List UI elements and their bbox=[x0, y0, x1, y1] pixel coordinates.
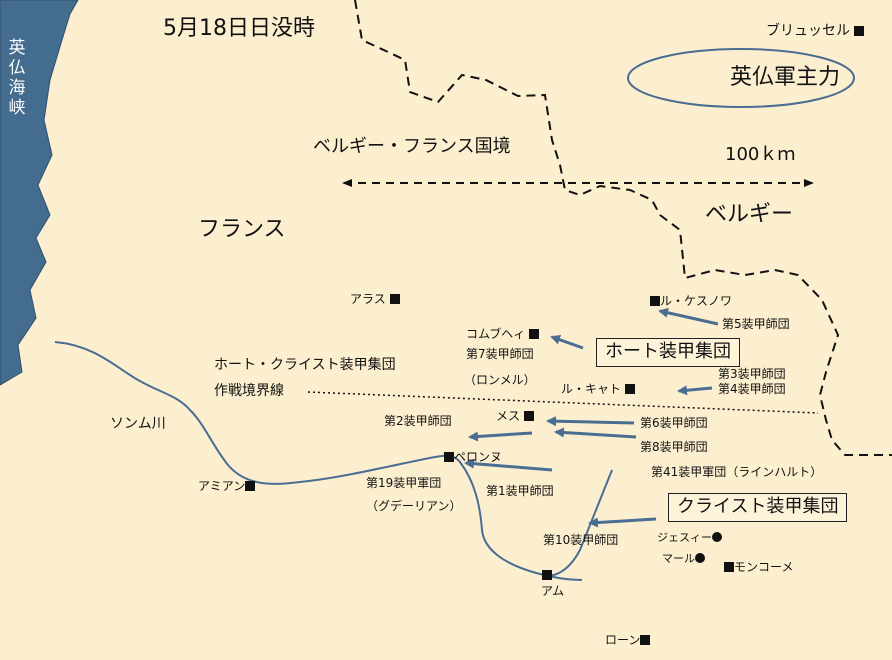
unit-pz4: 第4装甲師団 bbox=[718, 382, 786, 396]
city-cambrai: コムブヘィ bbox=[466, 327, 540, 341]
city-montcornet: モンコーメ bbox=[724, 561, 794, 573]
city-square-icon bbox=[389, 294, 400, 304]
somme-river bbox=[54, 341, 583, 581]
city-amiens: アミアン bbox=[198, 479, 256, 493]
allied-force-label: 英仏軍主力 bbox=[730, 65, 841, 90]
city-square-icon bbox=[523, 411, 534, 421]
unit-pz2: 第2装甲師団 bbox=[384, 414, 452, 428]
city-ham-marker bbox=[542, 569, 552, 581]
city-label: ル・キャト bbox=[561, 382, 622, 396]
group-kleist-box: クライスト装甲集団 bbox=[668, 493, 848, 522]
river-branch bbox=[547, 469, 613, 577]
city-square-icon bbox=[724, 562, 734, 572]
city-square-icon bbox=[444, 452, 454, 462]
group-hoth-box: ホート装甲集団 bbox=[596, 338, 740, 367]
city-label: ブリュッセル bbox=[766, 23, 850, 39]
country-france: フランス bbox=[198, 217, 286, 242]
country-belgium: ベルギー bbox=[705, 202, 794, 227]
city-label: アミアン bbox=[198, 479, 246, 493]
scale-label: 100ｋｍ bbox=[725, 144, 796, 165]
unit-pz10: 第10装甲師団 bbox=[543, 533, 619, 547]
city-label: ジェスィー bbox=[657, 531, 712, 544]
unit-pz8: 第8装甲師団 bbox=[640, 440, 708, 454]
city-label: ル・ケスノワ bbox=[660, 294, 733, 308]
city-square-icon bbox=[640, 635, 651, 645]
unit-guderian: （グデーリアン） bbox=[366, 499, 462, 513]
boundary-label-line2: 作戦境界線 bbox=[214, 383, 284, 399]
city-dot-icon bbox=[712, 532, 722, 542]
city-le-cateau: ル・キャト bbox=[561, 383, 635, 395]
sea-label: 英仏海峡 bbox=[8, 38, 26, 118]
arrow-pz2 bbox=[468, 431, 533, 442]
allied-force-ellipse bbox=[627, 48, 855, 108]
arrow-pz8 bbox=[554, 427, 637, 439]
unit-pz5: 第5装甲師団 bbox=[722, 317, 790, 331]
unit-corps19: 第19装甲軍団 bbox=[366, 476, 442, 490]
city-label: ローン bbox=[605, 633, 641, 647]
arrow-pz34 bbox=[677, 385, 713, 396]
city-square-icon bbox=[650, 296, 660, 306]
boundary-line bbox=[307, 391, 819, 414]
city-dot-icon bbox=[695, 553, 705, 563]
city-ham: アム bbox=[541, 584, 565, 598]
unit-pz1: 第1装甲師団 bbox=[486, 484, 554, 498]
unit-pz3: 第3装甲師団 bbox=[718, 367, 786, 381]
city-brussels: ブリュッセル bbox=[766, 23, 865, 39]
city-marle: マール bbox=[662, 553, 705, 564]
border-line bbox=[354, 0, 892, 456]
arrow-pz1 bbox=[464, 458, 553, 472]
city-arras: アラス bbox=[350, 293, 400, 305]
city-label: アラス bbox=[350, 292, 386, 306]
river-label: ソンム川 bbox=[110, 416, 166, 432]
city-square-icon bbox=[529, 329, 540, 339]
boundary-label-line1: ホート・クライスト装甲集団 bbox=[214, 357, 396, 373]
arrow-pz10 bbox=[588, 517, 657, 528]
unit-pz7: 第7装甲師団 bbox=[466, 347, 534, 361]
city-peronne: ペロンヌ bbox=[444, 451, 502, 463]
arrow-pz5 bbox=[658, 307, 719, 326]
city-label: メス bbox=[496, 409, 521, 423]
city-square-icon bbox=[245, 481, 256, 491]
city-guise: ジェスィー bbox=[657, 532, 722, 543]
city-label: コムブヘィ bbox=[466, 327, 526, 341]
city-square-icon bbox=[854, 26, 865, 36]
city-mes: メス bbox=[496, 410, 534, 422]
city-laon: ローン bbox=[605, 633, 651, 647]
city-square-icon bbox=[624, 384, 635, 394]
unit-corps41: 第41装甲軍団（ラインハルト） bbox=[651, 465, 823, 479]
city-le-quesnoy: ル・ケスノワ bbox=[650, 295, 732, 307]
unit-rommel: （ロンメル） bbox=[464, 373, 536, 387]
map-title: 5月18日日没時 bbox=[163, 16, 315, 41]
city-square-icon bbox=[542, 570, 552, 580]
arrow-pz6 bbox=[546, 416, 635, 427]
city-label: ペロンヌ bbox=[454, 450, 503, 464]
arrow-pz7 bbox=[550, 334, 584, 350]
border-label: ベルギー・フランス国境 bbox=[313, 136, 511, 157]
city-label: モンコーメ bbox=[734, 560, 794, 574]
city-label: マール bbox=[662, 552, 695, 565]
sea-area bbox=[0, 0, 79, 386]
unit-pz6: 第6装甲師団 bbox=[640, 416, 708, 430]
